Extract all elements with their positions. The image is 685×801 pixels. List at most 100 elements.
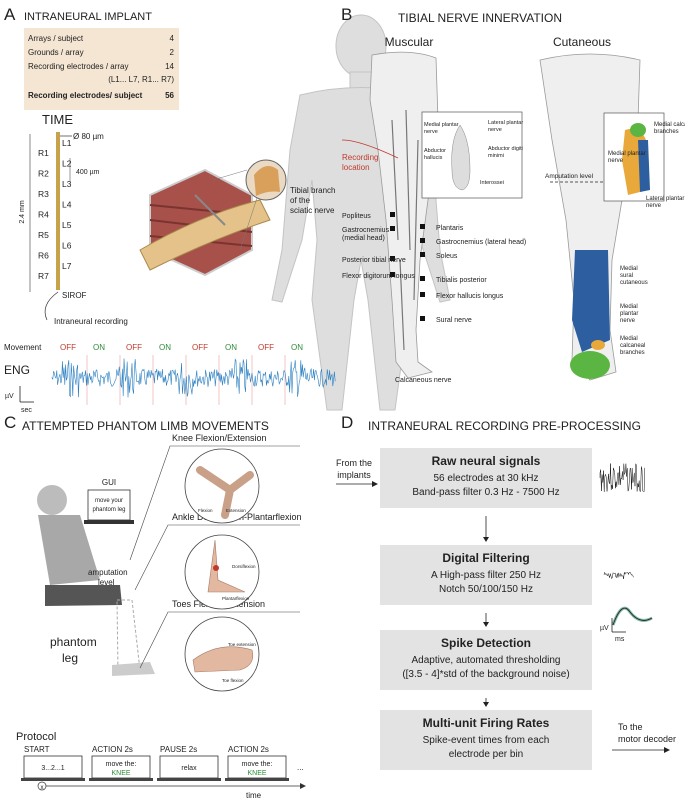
electrode-shaft (56, 132, 60, 290)
cutaneous-label: Cutaneous (553, 35, 611, 49)
protocol-step-header: PAUSE 2s (160, 745, 197, 754)
spike-uv-label: µV (600, 625, 609, 632)
nerve-label-line2: of the (290, 196, 311, 205)
recording-location-label: Recording (342, 153, 378, 162)
protocol-step-accent: KNEE (111, 770, 130, 777)
gui-screen-text: move your (95, 498, 123, 504)
gui-laptop (87, 489, 131, 521)
diameter-label: Ø 80 µm (73, 132, 104, 141)
phantom-leg-label: phantom (50, 635, 97, 649)
foot-inset (421, 111, 523, 199)
movement-state-label: ON (225, 343, 237, 352)
muscle-label-right: Sural nerve (436, 317, 472, 324)
nerve-label-line3: sciatic nerve (290, 206, 335, 215)
filtered-signal-thumbnail (603, 571, 634, 580)
pipeline-step-line: Adaptive, automated thresholding (412, 655, 561, 666)
spike-waveform-thumbnail (611, 606, 653, 626)
panel-b: B TIBIAL NERVE INNERVATION Muscular Cuta… (341, 5, 685, 384)
cutaneous-leg (539, 53, 641, 381)
movement-state-label: ON (291, 343, 303, 352)
ankle-small-label: Dorsiflexion (232, 564, 256, 569)
foot-inset-label: Interossei (480, 180, 504, 186)
muscle-marker (420, 224, 425, 229)
input-label-line2: implants (337, 470, 371, 480)
sec-label: sec (21, 407, 32, 414)
pipeline-step-box (380, 630, 592, 690)
muscle-marker (420, 316, 425, 321)
right-contact-label: R3 (38, 189, 49, 199)
muscle-label-left: Posterior tibial nerve (342, 257, 406, 264)
foot-inset-label: hallucis (424, 155, 443, 161)
time-label: TIME (42, 112, 73, 127)
eng-signal (51, 358, 336, 398)
cutaneous-lower-label: Medial (620, 304, 638, 310)
protocol-step-header: START (24, 745, 50, 754)
protocol-step-header: ACTION 2s (228, 745, 269, 754)
knee-small-label: Flexion (198, 508, 213, 513)
muscle-marker (420, 238, 425, 243)
pipeline-step-line: 56 electrodes at 30 kHz (433, 473, 538, 484)
right-contact-label: R1 (38, 148, 49, 158)
muscle-marker (390, 256, 395, 261)
right-contact-label: R4 (38, 210, 49, 220)
pipeline-step-line: A High-pass filter 250 Hz (431, 570, 541, 581)
panel-d-title: INTRANEURAL RECORDING PRE-PROCESSING (368, 419, 641, 433)
cutaneous-inset-label: Medial calcaneal (654, 122, 685, 128)
cutaneous-inset-label: branches (654, 129, 679, 135)
protocol-step-text: 3...2...1 (41, 765, 64, 772)
muscle-marker (390, 272, 395, 277)
foot-inset-label: Abductor digiti (488, 146, 523, 152)
protocol-step-text: move the: (242, 761, 273, 768)
cutaneous-lower-label: cutaneous (620, 280, 648, 286)
right-contact-label: R7 (38, 271, 49, 281)
panel-d-letter: D (341, 413, 353, 432)
left-contact-label: L4 (62, 200, 72, 210)
muscle-label-left: (medial head) (342, 235, 385, 242)
movement-state-label: ON (159, 343, 171, 352)
spec-value: 14 (165, 62, 174, 71)
muscle-marker (390, 226, 395, 231)
muscle-label-right: Plantaris (436, 225, 464, 232)
time-axis-label: time (246, 791, 262, 800)
right-contact-label: R2 (38, 169, 49, 179)
muscle-label-right: Tibialis posterior (436, 277, 487, 284)
pipeline-step-box (380, 545, 592, 605)
cutaneous-lower-label: Medial (620, 266, 638, 272)
right-contact-label: R6 (38, 251, 49, 261)
left-contact-label: L1 (62, 138, 72, 148)
panel-c-letter: C (4, 413, 16, 432)
muscle-label-right: Flexor hallucis longus (436, 293, 504, 300)
spec-label: Arrays / subject (28, 34, 84, 43)
nerve-hexagon (139, 168, 271, 277)
phantom-leg-label-line2: leg (62, 651, 78, 665)
calcaneous-nerve-label: Calcaneous nerve (395, 377, 452, 384)
protocol-step-text: move the: (106, 761, 137, 768)
panel-d: D INTRANEURAL RECORDING PRE-PROCESSING F… (336, 413, 676, 770)
left-contact-label: L3 (62, 179, 72, 189)
cutaneous-inset-label: nerve (608, 158, 624, 164)
panel-c: C ATTEMPTED PHANTOM LIMB MOVEMENTS GUI m… (4, 413, 306, 800)
pipeline-step-title: Digital Filtering (442, 551, 529, 565)
toe-small-label: Toe flexion (222, 678, 244, 683)
spacing-label: 400 µm (76, 169, 100, 176)
seated-person (37, 485, 155, 676)
foot-inset-label: Lateral plantar (488, 120, 523, 126)
foot-inset-label: minimi (488, 153, 504, 159)
knee-small-label: Extension (226, 508, 246, 513)
pipeline-step-title: Multi-unit Firing Rates (423, 716, 550, 730)
length-label: 2.4 mm (19, 200, 26, 224)
sirof-label: SIROF (62, 291, 87, 300)
foot-inset-label: Medial plantar (424, 122, 459, 128)
toe-small-label: Toe extension (228, 642, 256, 647)
gui-label: GUI (102, 478, 116, 487)
movement-state-label: OFF (258, 343, 274, 352)
spec-label: (L1... L7, R1... R7) (108, 75, 174, 84)
muscle-marker (420, 292, 425, 297)
pipeline-step-box (380, 710, 592, 770)
pipeline-step-line: Spike-event times from each (423, 735, 550, 746)
pipeline-step-line: electrode per bin (449, 749, 524, 760)
muscle-label-left: Flexor digitorum longus (342, 273, 415, 280)
pipeline-step-line: Notch 50/100/150 Hz (439, 584, 533, 595)
movement-label: Movement (4, 343, 42, 352)
uv-label: µV (5, 393, 14, 400)
